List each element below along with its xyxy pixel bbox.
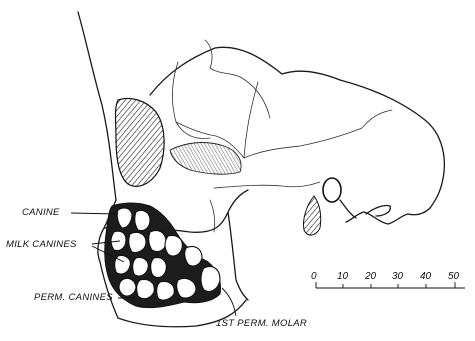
occipital-outline	[346, 208, 430, 224]
label-perm-canines: PERM. CANINES	[34, 292, 113, 303]
mastoid-process	[303, 196, 320, 235]
orbit	[116, 99, 165, 187]
styloid-process	[340, 200, 390, 218]
scale-tick-label-40: 40	[420, 271, 432, 282]
scale-tick-label-10: 10	[337, 271, 349, 282]
scale-tick-label-20: 20	[364, 271, 377, 282]
zygomatic-arch-lower	[214, 182, 320, 188]
scale-tick-label-50: 50	[448, 271, 460, 282]
ear-opening	[323, 178, 341, 202]
cranial-dome	[172, 40, 270, 138]
scale-tick-label-0: 0	[311, 271, 317, 282]
scale-line	[316, 282, 465, 288]
zygomatic-arch	[170, 143, 241, 175]
coronoid-process	[210, 200, 215, 232]
label-canine: CANINE	[22, 207, 60, 218]
scale-bar: 0 10 20 30 40 50	[311, 271, 465, 288]
label-first-perm-molar: 1ST PERM. MOLAR	[216, 318, 307, 329]
scale-tick-label-30: 30	[392, 271, 404, 282]
label-milk-canines: MILK CANINES	[6, 239, 77, 250]
